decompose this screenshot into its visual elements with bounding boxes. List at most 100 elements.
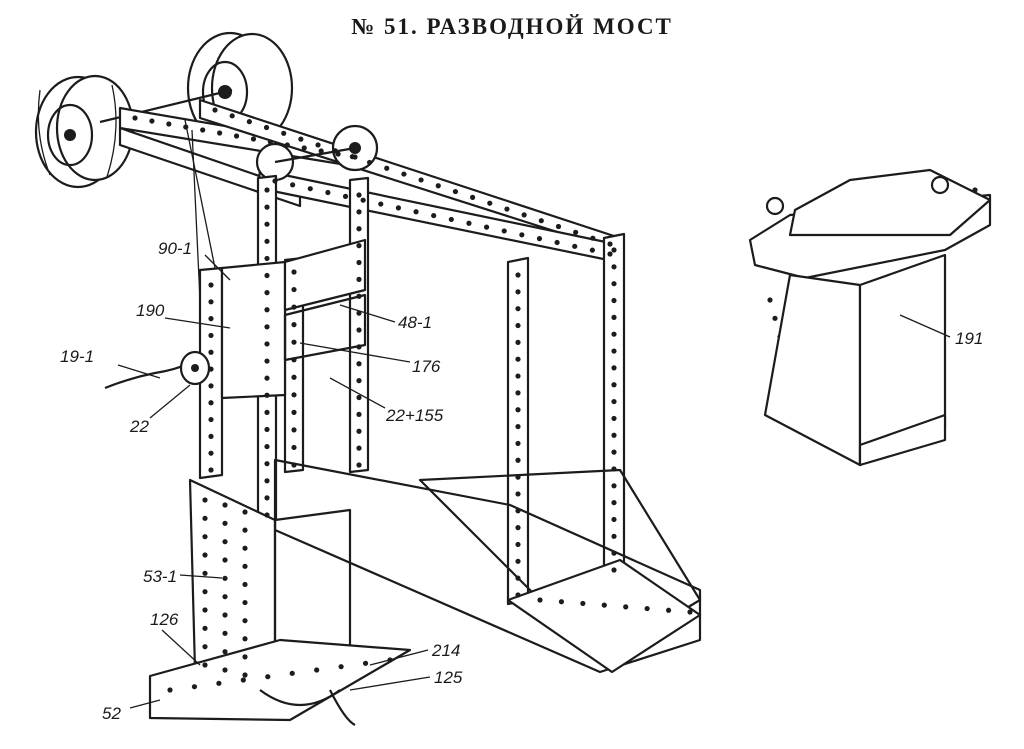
strip-hole	[601, 602, 607, 608]
plate-48-1	[283, 238, 367, 312]
strip-hole	[202, 607, 208, 613]
strip-hole	[515, 289, 521, 295]
strip-hole	[291, 322, 297, 328]
strip-hole	[191, 684, 198, 690]
strip-hole	[515, 592, 521, 598]
strip-hole	[356, 361, 362, 367]
strip-hole	[356, 462, 362, 468]
strip-hole	[208, 416, 214, 423]
strip-hole	[291, 427, 297, 433]
strip-hole	[772, 315, 778, 321]
strip-hole	[519, 232, 525, 238]
strip-hole	[589, 247, 595, 253]
strip-hole	[208, 282, 214, 288]
strip-hole	[202, 515, 208, 521]
strip-hole	[208, 349, 214, 355]
strip-hole	[515, 272, 521, 278]
strip-hole	[515, 339, 521, 345]
strip-hole	[538, 218, 544, 224]
strip-hole	[264, 512, 270, 518]
strip-hole	[202, 570, 208, 576]
left-wheel	[34, 74, 135, 189]
strip-hole	[572, 243, 578, 249]
strip-hole	[291, 269, 297, 275]
label-191: 191	[955, 329, 983, 348]
strip-hole	[264, 255, 270, 262]
strip-hole	[222, 612, 228, 618]
strip-hole	[291, 462, 297, 468]
strip-hole	[298, 136, 304, 142]
strip-hole	[558, 599, 565, 605]
strip-hole	[212, 107, 218, 113]
strip-hole	[264, 221, 270, 227]
strip-hole	[264, 290, 270, 296]
strip-hole	[611, 398, 617, 405]
strip-hole	[515, 390, 521, 396]
strip-hole	[515, 356, 521, 362]
strip-hole	[222, 667, 228, 673]
strip-hole	[515, 525, 521, 531]
strip-hole	[573, 229, 579, 235]
label-22: 22	[129, 417, 149, 436]
strip-hole	[229, 113, 235, 119]
strip-hole	[644, 605, 650, 612]
strip-hole	[665, 607, 672, 613]
crank-handle	[104, 350, 211, 390]
label-22-155: 22+155	[385, 406, 444, 425]
strip-hole	[452, 188, 459, 195]
strip-hole	[515, 491, 521, 497]
strip-hole	[515, 373, 521, 379]
strip-hole	[332, 148, 338, 154]
strip-hole	[208, 316, 214, 322]
strip-hole	[291, 357, 297, 363]
strip-hole	[222, 502, 228, 508]
strip-hole	[264, 238, 270, 244]
strip-hole	[611, 466, 617, 472]
strip-hole	[487, 200, 493, 206]
strip-hole	[356, 192, 362, 198]
strip-hole	[356, 209, 362, 215]
strip-hole	[132, 115, 138, 121]
strip-hole	[611, 550, 617, 556]
strip-hole	[222, 649, 228, 655]
strip-hole	[208, 299, 214, 305]
strip-hole	[611, 247, 617, 253]
strip-hole	[356, 226, 362, 232]
strip-hole	[217, 130, 223, 136]
strip-hole	[216, 680, 222, 686]
strip-hole	[483, 224, 490, 230]
strip-hole	[263, 124, 270, 131]
top-frame	[118, 98, 622, 264]
strip-hole	[291, 374, 297, 380]
strip-hole	[607, 241, 613, 247]
base	[148, 478, 412, 726]
strip-hole	[222, 520, 228, 526]
label-176: 176	[412, 357, 441, 376]
strip-hole	[291, 444, 297, 451]
strip-hole	[401, 171, 407, 177]
strip-hole	[515, 322, 521, 329]
strip-hole	[342, 193, 349, 199]
strip-hole	[291, 286, 297, 293]
plate-52	[148, 638, 412, 722]
strip-hole	[264, 392, 270, 398]
strip-hole	[515, 558, 521, 564]
strip-hole	[202, 644, 208, 650]
strip-hole	[289, 670, 295, 676]
strip-hole	[611, 365, 617, 371]
strip-hole	[521, 212, 527, 218]
strip-hole	[233, 133, 240, 139]
part-191	[748, 168, 992, 467]
strip-hole	[515, 423, 521, 430]
strip-hole	[222, 539, 228, 545]
page-title: № 51. РАЗВОДНОЙ МОСТ	[351, 14, 673, 39]
strip-hole	[284, 142, 290, 148]
strip-hole	[208, 450, 214, 456]
strip-hole	[611, 500, 617, 506]
strip-hole	[264, 478, 270, 484]
strip-hole	[242, 563, 248, 569]
label-214: 214	[431, 641, 460, 660]
strip-hole	[281, 130, 287, 136]
strip-hole	[242, 618, 248, 624]
